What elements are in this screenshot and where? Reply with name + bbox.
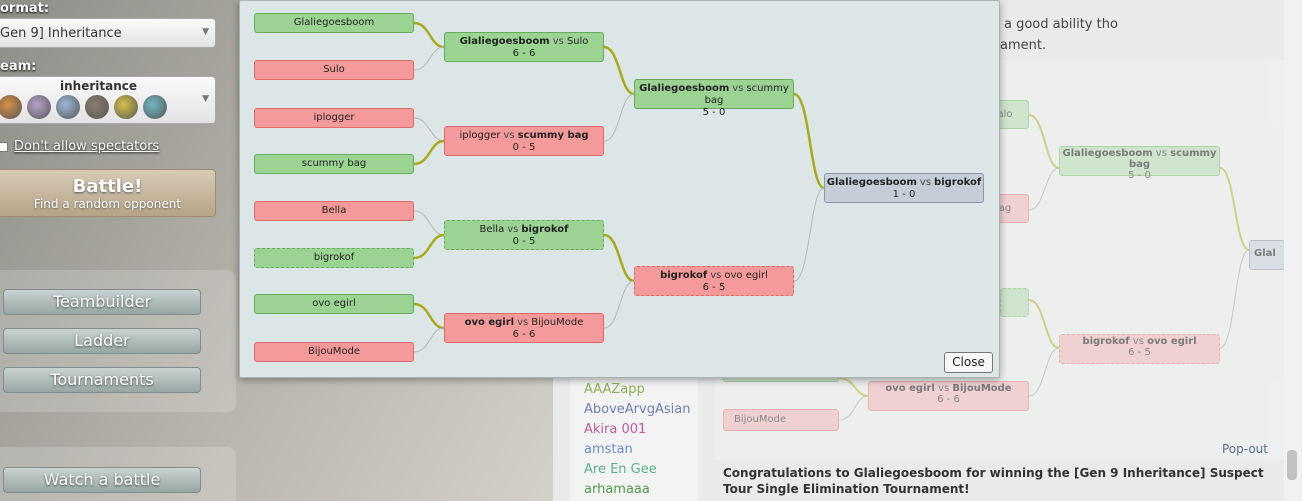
format-value: Gen 9] Inheritance <box>0 26 122 41</box>
bracket-player: bigrokof <box>254 248 414 268</box>
pokemon-icon <box>56 95 80 119</box>
battle-button-sublabel: Find a random opponent <box>33 197 182 211</box>
match-score: 0 - 5 <box>512 236 536 247</box>
bracket-player: Sulo <box>254 60 414 80</box>
match-player-b: bigrokof <box>934 177 982 188</box>
battle-button[interactable]: Battle! Find a random opponent <box>0 169 216 217</box>
match-player-b: scummy bag <box>704 83 789 106</box>
bracket-match[interactable] <box>1000 288 1029 317</box>
chevron-down-icon: ▼ <box>202 94 209 104</box>
vs-label: vs <box>710 270 722 281</box>
watch-battle-button[interactable]: Watch a battle <box>3 467 201 493</box>
bracket-player: Bella <box>254 201 414 221</box>
bracket-player: scummy bag <box>254 154 414 174</box>
match-player-a: Glaliegoesboom <box>639 83 730 94</box>
popout-link[interactable]: Pop-out <box>1222 442 1268 456</box>
bracket-player: BijouMode <box>254 342 414 362</box>
launcher-panel: ormat: Gen 9] Inheritance ▼ eam: inherit… <box>0 0 240 501</box>
user-item[interactable]: AboveArvgAsian <box>584 402 691 417</box>
bracket-player: iplogger <box>254 108 414 128</box>
pokemon-icon <box>0 95 22 119</box>
spectators-option[interactable]: Don't allow spectators <box>0 139 159 154</box>
match-player-b: bigrokof <box>521 224 569 235</box>
team-label: eam: <box>0 59 37 74</box>
format-label: ormat: <box>0 1 50 16</box>
pokemon-icon <box>85 95 109 119</box>
match-player-a: Bella <box>479 224 505 235</box>
team-select[interactable]: inheritance ▼ <box>0 76 216 124</box>
match-player-b: BijouMode <box>531 317 584 328</box>
watch-panel: Watch a battle <box>0 447 236 501</box>
vs-label: vs <box>919 177 932 188</box>
match-player-b: scummy bag <box>517 130 589 141</box>
vs-label: vs <box>507 224 519 235</box>
match-score: 6 - 5 <box>702 282 726 293</box>
vs-label: vs <box>517 317 529 328</box>
user-item[interactable]: amstan <box>584 442 633 457</box>
match-player-a: iplogger <box>459 130 501 141</box>
teambuilder-button[interactable]: Teambuilder <box>3 289 201 315</box>
vs-label: vs <box>732 83 744 94</box>
match-player-b: Sulo <box>566 36 589 47</box>
match-score: 5 - 0 <box>702 107 726 118</box>
pokemon-icon <box>27 95 51 119</box>
match-score: 0 - 5 <box>512 142 536 153</box>
scrollbar-thumb[interactable] <box>1287 450 1297 480</box>
team-icons <box>0 95 167 119</box>
user-list: AAAZapp AboveArvgAsian Akira 001 amstan … <box>570 375 698 501</box>
user-item[interactable]: arhamaaa <box>584 482 650 497</box>
chat-message: a good ability tho <box>1004 17 1118 32</box>
ladder-button[interactable]: Ladder <box>3 328 201 354</box>
spectators-label: Don't allow spectators <box>14 139 160 154</box>
team-name: inheritance <box>60 79 137 93</box>
match-player-a: Glaliegoesboom <box>826 177 917 188</box>
bracket-match[interactable]: Glal <box>1249 240 1285 270</box>
chat-message: ament. <box>1000 38 1047 53</box>
match-score: 6 - 6 <box>512 329 536 340</box>
match-player-a: bigrokof <box>660 270 708 281</box>
chevron-down-icon: ▼ <box>202 27 209 37</box>
user-item[interactable]: AAAZapp <box>584 382 645 397</box>
user-item[interactable]: Are En Gee <box>584 462 657 477</box>
close-button[interactable]: Close <box>944 352 993 373</box>
match-score: 6 - 6 <box>512 48 536 59</box>
bracket-player: Glaliegoesboom <box>254 13 414 33</box>
chat-scrollbar[interactable] <box>1284 0 1302 501</box>
pokemon-icon <box>114 95 138 119</box>
match-player-a: ovo egirl <box>464 317 515 328</box>
bracket-player: ovo egirl <box>254 294 414 314</box>
pokemon-icon <box>143 95 167 119</box>
tournament-winner-message: Congratulations to Glaliegoesboom for wi… <box>723 466 1264 496</box>
format-select[interactable]: Gen 9] Inheritance ▼ <box>0 18 216 48</box>
vs-label: vs <box>552 36 564 47</box>
match-score: 1 - 0 <box>892 189 916 200</box>
bracket-popup: Glaliegoesboom Sulo iplogger scummy bag … <box>239 0 1000 378</box>
tournaments-button[interactable]: Tournaments <box>3 367 201 393</box>
match-player-a: Glaliegoesboom <box>459 36 550 47</box>
match-player-b: ovo egirl <box>724 270 768 281</box>
main-menu: Teambuilder Ladder Tournaments <box>0 270 236 412</box>
background-bracket-lines <box>838 114 1250 421</box>
user-item[interactable]: Akira 001 <box>584 422 647 437</box>
battle-button-label: Battle! <box>72 176 143 197</box>
vs-label: vs <box>503 130 515 141</box>
bracket-lines <box>413 21 825 353</box>
bracket-player: BijouMode <box>723 409 839 431</box>
spectators-checkbox[interactable] <box>0 141 8 152</box>
